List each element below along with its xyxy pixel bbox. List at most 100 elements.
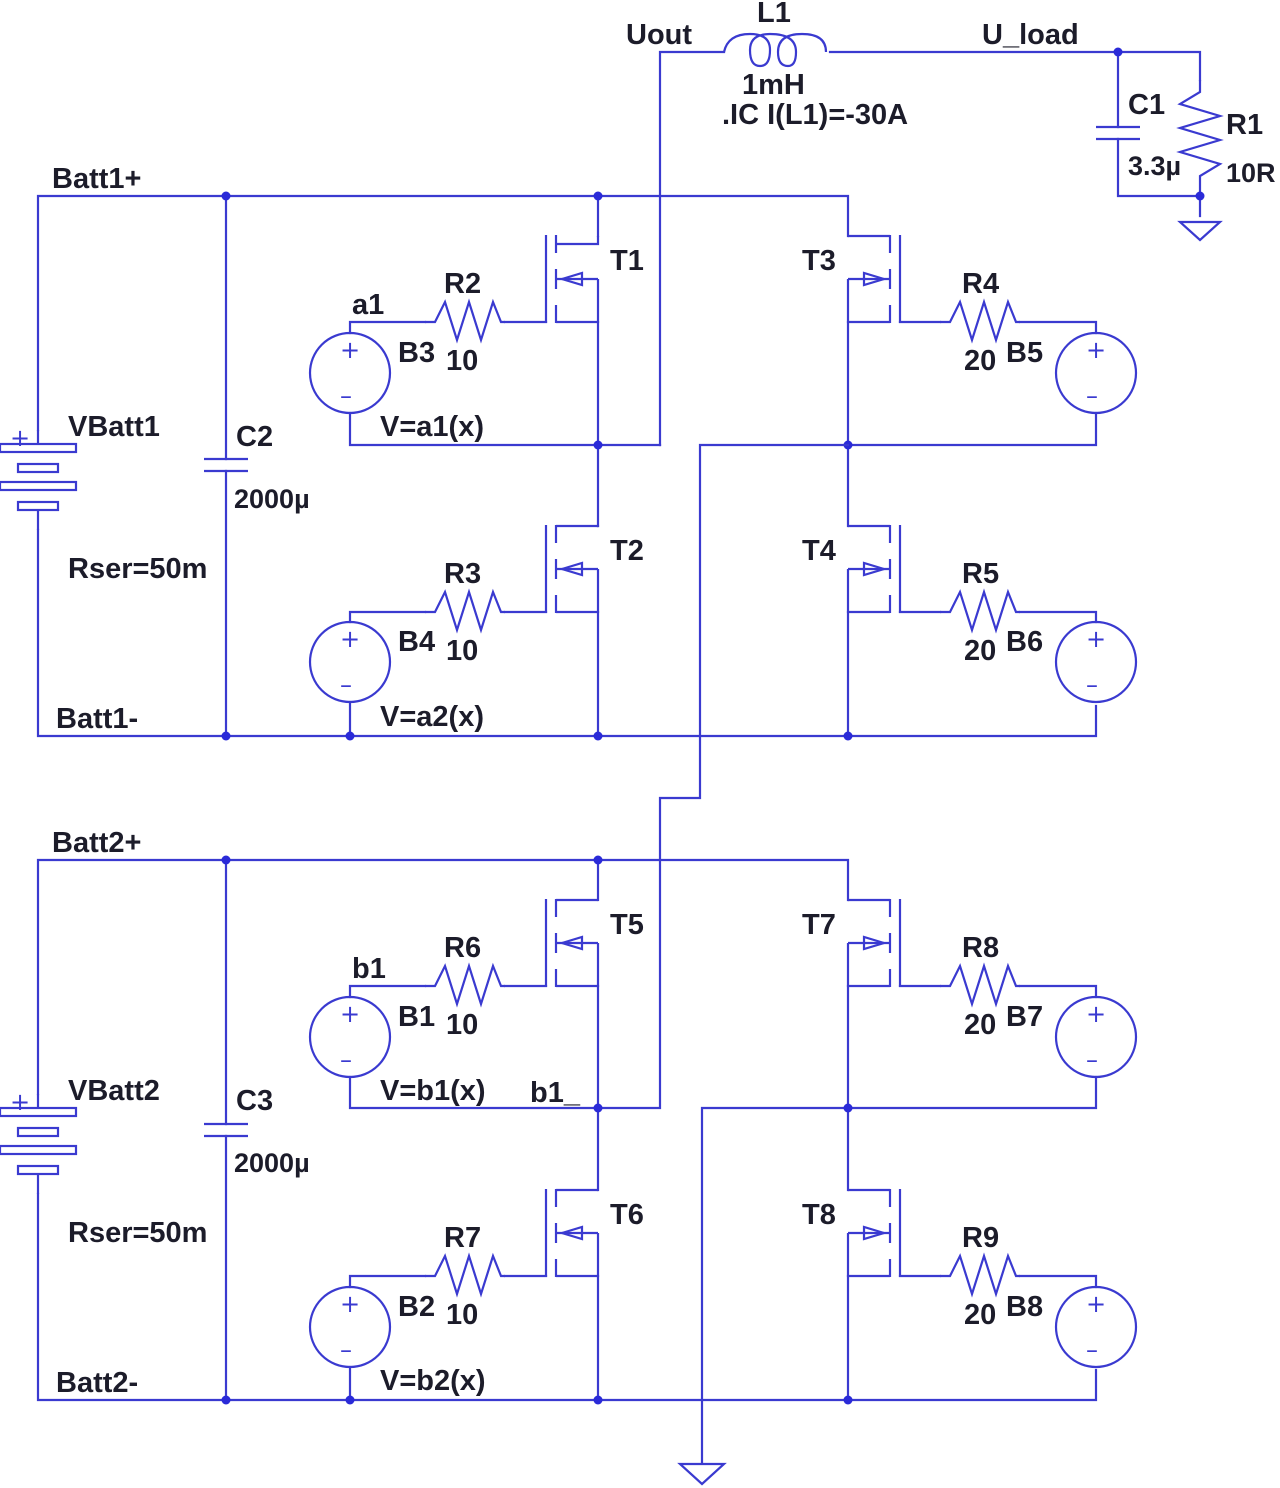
battery2-name: VBatt2	[68, 1075, 160, 1107]
transistor-t5	[544, 898, 600, 988]
r2-value: 10	[446, 345, 478, 377]
b4-expr: V=a2(x)	[380, 701, 484, 733]
r5-value: 20	[964, 635, 996, 667]
r9-value: 20	[964, 1299, 996, 1331]
b2-name: B2	[398, 1291, 435, 1323]
inductor-name: L1	[757, 0, 791, 29]
resistor-r2	[423, 300, 507, 342]
t8-label: T8	[802, 1199, 836, 1231]
net-label-u-load: U_load	[982, 19, 1079, 51]
net-label-batt2-plus: Batt2+	[52, 827, 141, 859]
transistor-t3	[846, 234, 902, 324]
b2-expr: V=b2(x)	[380, 1365, 486, 1397]
battery2-plus-sign: +	[10, 1088, 30, 1116]
t5-label: T5	[610, 909, 644, 941]
net-label-batt1-minus: Batt1-	[56, 703, 138, 735]
r6-value: 10	[446, 1009, 478, 1041]
capacitor-c1	[1096, 125, 1140, 141]
resistor-r3	[423, 590, 507, 632]
ground-output	[1177, 220, 1223, 242]
inductor-value: 1mH	[742, 69, 805, 101]
b2-plus: +	[340, 1290, 360, 1318]
output-section: Uout U_load L1 1mH .IC I(L1)=-30A C1 3.3…	[626, 0, 1276, 447]
capacitor-c2	[204, 457, 248, 473]
net-label-batt1-plus: Batt1+	[52, 163, 141, 195]
b1-plus: +	[340, 1000, 360, 1028]
r2-name: R2	[444, 268, 481, 300]
b3-name: B3	[398, 337, 435, 369]
transistor-t4	[846, 524, 902, 614]
b7-minus: –	[1086, 1046, 1098, 1074]
b3-minus: –	[340, 382, 352, 410]
bridge-2: +	[0, 855, 1138, 1486]
b4-name: B4	[398, 626, 435, 658]
b1-expr: V=b1(x)	[380, 1075, 486, 1107]
r7-value: 10	[446, 1299, 478, 1331]
b5-name: B5	[1006, 337, 1043, 369]
battery2-rser: Rser=50m	[68, 1217, 207, 1249]
inductor-l1	[722, 32, 828, 68]
t4-label: T4	[802, 535, 836, 567]
transistor-t6	[544, 1188, 600, 1278]
r9-name: R9	[962, 1222, 999, 1254]
ground-bridge	[677, 1462, 727, 1486]
b6-plus: +	[1086, 625, 1106, 653]
b1-name: B1	[398, 1001, 435, 1033]
r8-name: R8	[962, 932, 999, 964]
transistor-t2	[544, 524, 600, 614]
net-label-a1: a1	[352, 289, 384, 321]
inductor-ic: .IC I(L1)=-30A	[722, 99, 908, 131]
transistor-t7	[846, 898, 902, 988]
capacitor-c3	[204, 1122, 248, 1138]
b8-plus: +	[1086, 1290, 1106, 1318]
cap-c3-name: C3	[236, 1085, 273, 1117]
bridge-interconnect-wire	[596, 443, 850, 1110]
battery1-name: VBatt1	[68, 411, 160, 443]
load-res-value: 10R	[1226, 158, 1276, 188]
r8-value: 20	[964, 1009, 996, 1041]
b5-minus: –	[1086, 382, 1098, 410]
r6-name: R6	[444, 932, 481, 964]
cap-c2-value: 2000µ	[234, 484, 310, 514]
r7-name: R7	[444, 1222, 481, 1254]
battery1-plus-sign: +	[10, 424, 30, 452]
r3-name: R3	[444, 558, 481, 590]
b4-minus: –	[340, 671, 352, 699]
net-label-uout: Uout	[626, 19, 692, 51]
cap-c3-value: 2000µ	[234, 1148, 310, 1178]
bridge-1: +	[0, 191, 1138, 741]
resistor-r9	[938, 1254, 1022, 1296]
r3-value: 10	[446, 635, 478, 667]
b4-plus: +	[340, 625, 360, 653]
source-polarity-signs: + – + – + – + – + – + – + – + –	[340, 336, 1106, 1364]
b2-minus: –	[340, 1336, 352, 1364]
b7-plus: +	[1086, 1000, 1106, 1028]
transistor-t8	[846, 1188, 902, 1278]
net-label-b1-underscore: b1_	[530, 1077, 581, 1109]
load-cap-value: 3.3µ	[1128, 151, 1181, 181]
t6-label: T6	[610, 1199, 644, 1231]
b1-minus: –	[340, 1046, 352, 1074]
resistor-r7	[423, 1254, 507, 1296]
b5-plus: +	[1086, 336, 1106, 364]
transistor-t1	[544, 235, 600, 324]
load-res-name: R1	[1226, 109, 1263, 141]
b6-minus: –	[1086, 671, 1098, 699]
load-cap-name: C1	[1128, 89, 1165, 121]
resistor-r6	[423, 964, 507, 1006]
r4-value: 20	[964, 345, 996, 377]
r5-name: R5	[962, 558, 999, 590]
resistor-r1	[1176, 80, 1224, 196]
b3-plus: +	[340, 336, 360, 364]
b8-name: B8	[1006, 1291, 1043, 1323]
b7-name: B7	[1006, 1001, 1043, 1033]
t7-label: T7	[802, 909, 836, 941]
net-label-b1: b1	[352, 953, 386, 985]
net-label-batt2-minus: Batt2-	[56, 1367, 138, 1399]
battery1-rser: Rser=50m	[68, 553, 207, 585]
resistor-r8	[938, 964, 1022, 1006]
b8-minus: –	[1086, 1336, 1098, 1364]
t2-label: T2	[610, 535, 644, 567]
resistor-r5	[938, 590, 1022, 632]
